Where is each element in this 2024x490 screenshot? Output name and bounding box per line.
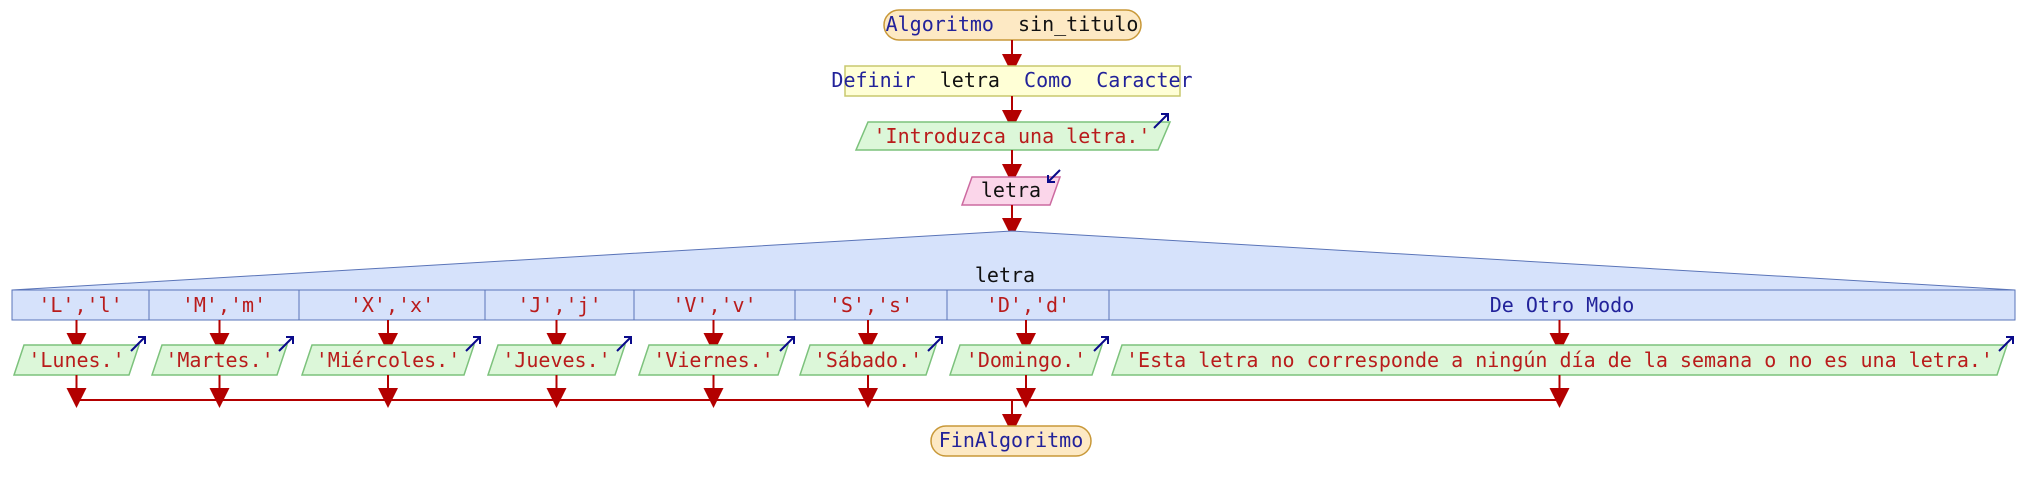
case-output-text: 'Viernes.': [653, 348, 773, 372]
case-output: 'Lunes.': [12, 336, 146, 376]
case-output-text: 'Jueves.': [502, 348, 610, 372]
prompt-output: 'Introduzca una letra.': [854, 113, 1172, 151]
end-terminal: FinAlgoritmo: [930, 425, 1092, 457]
case-output: 'Jueves.': [486, 336, 632, 376]
prompt-output-text: 'Introduzca una letra.': [874, 124, 1151, 148]
define-variable: letra: [940, 68, 1000, 92]
switch-variable: letra: [975, 263, 1035, 287]
start-terminal: Algoritmo sin_titulo: [883, 9, 1142, 41]
read-input: letra: [960, 169, 1062, 206]
case-label: 'M','m': [182, 293, 266, 317]
join-edges: [66, 375, 1570, 434]
case-output: 'Domingo.': [948, 336, 1109, 376]
start-keyword: Algoritmo: [886, 12, 994, 36]
case-output-text: 'Domingo.': [966, 348, 1086, 372]
end-label: FinAlgoritmo: [939, 428, 1084, 452]
output-arrow-icon: [1153, 113, 1169, 129]
switch-columns: 'L','l' 'M','m' 'X','x' 'J','j' 'V','v' 'S','…: [38, 290, 1634, 320]
define-box: Definir letra Como Caracter: [831, 65, 1193, 97]
algorithm-name: sin_titulo: [1018, 12, 1138, 36]
case-label: 'J','j': [517, 293, 601, 317]
output-arrow-icon: [927, 336, 943, 352]
case-output: 'Sábado.': [798, 336, 943, 376]
define-type: Caracter: [1096, 68, 1192, 92]
read-variable: letra: [981, 178, 1041, 202]
svg-text:Algoritmo sin_titulo: Algoritmo sin_titulo: [886, 12, 1139, 36]
case-label: 'X','x': [350, 293, 434, 317]
case-output: 'Miércoles.': [300, 336, 481, 376]
input-arrow-icon: [1047, 169, 1061, 183]
case-output: 'Martes.': [150, 336, 294, 376]
output-arrow-icon: [465, 336, 481, 352]
case-label: 'D','d': [986, 293, 1070, 317]
default-case-label: De Otro Modo: [1490, 293, 1635, 317]
case-label: 'S','s': [829, 293, 913, 317]
default-output-text: 'Esta letra no corresponde a ningún día …: [1126, 348, 1993, 372]
case-output-text: 'Miércoles.': [316, 348, 461, 372]
define-keyword: Definir: [831, 68, 915, 92]
switch-block: letra: [11, 230, 2016, 321]
case-label: 'L','l': [38, 293, 122, 317]
output-arrow-icon: [779, 336, 795, 352]
case-output-text: 'Sábado.': [814, 348, 922, 372]
case-output-text: 'Lunes.': [28, 348, 124, 372]
define-como-keyword: Como: [1024, 68, 1072, 92]
case-label: 'V','v': [672, 293, 756, 317]
case-output: 'Viernes.': [637, 336, 795, 376]
case-output-text: 'Martes.': [165, 348, 273, 372]
output-arrow-icon: [1093, 336, 1109, 352]
output-arrow-icon: [1998, 336, 2014, 352]
output-arrow-icon: [130, 336, 146, 352]
output-arrow-icon: [616, 336, 632, 352]
output-arrow-icon: [278, 336, 294, 352]
svg-text:Definir letra Como: Definir letra Como Caracter: [831, 68, 1192, 92]
case-outputs: 'Lunes.' 'Martes.' 'Miércoles.' 'Jueves.' 'V…: [12, 320, 2014, 376]
default-output: 'Esta letra no corresponde a ningún día …: [1110, 336, 2014, 376]
